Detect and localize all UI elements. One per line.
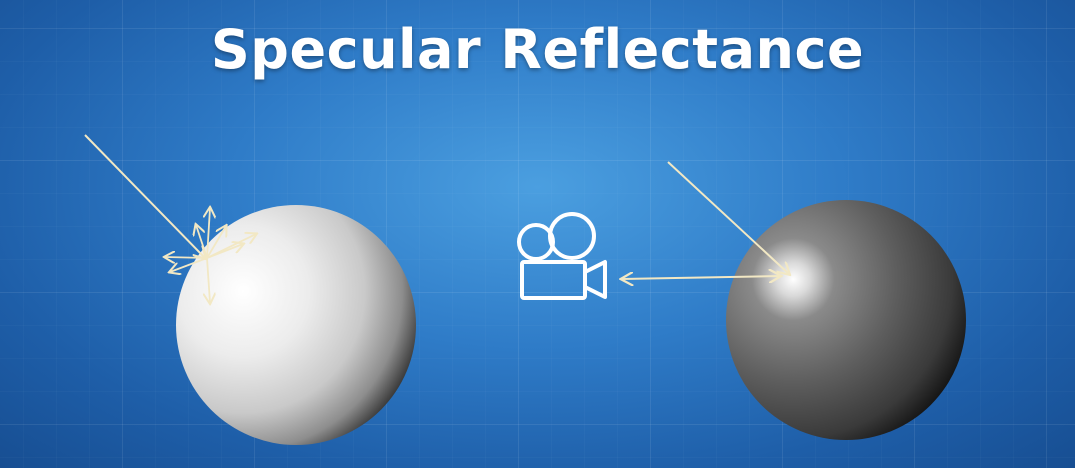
scattered-reflection-rays: [165, 208, 256, 303]
specular-sphere: [726, 200, 966, 440]
specular-sphere-group: [622, 161, 966, 440]
diffuse-sphere: [176, 205, 416, 445]
incident-light-ray-left: [84, 134, 205, 258]
diffuse-sphere-group: [84, 134, 416, 445]
incident-light-ray-right: [667, 161, 789, 274]
slide-title: Specular Reflectance: [210, 18, 865, 81]
reflected-ray-to-camera: [622, 276, 780, 279]
camera-icon: [517, 212, 607, 300]
